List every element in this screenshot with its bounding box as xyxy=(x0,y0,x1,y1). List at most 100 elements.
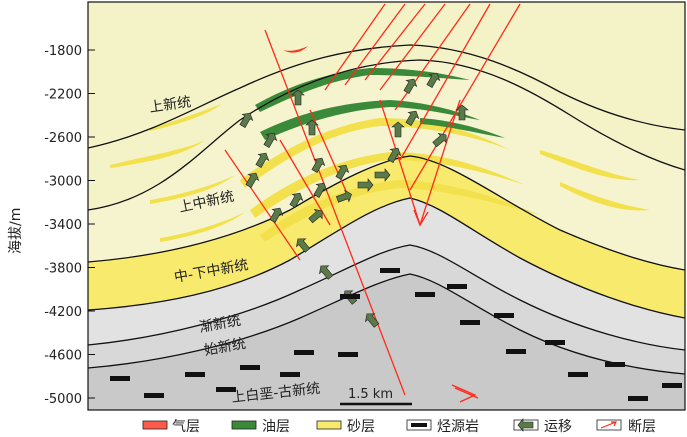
sand-lens xyxy=(150,175,235,204)
migration-arrow-icon xyxy=(335,164,350,180)
horizon-pliocene-base xyxy=(88,59,685,211)
legend-label-oil: 油层 xyxy=(262,419,290,435)
y-tick-label: -2200 xyxy=(44,88,82,103)
source-rock-mark xyxy=(144,393,164,398)
faults xyxy=(224,3,521,403)
sand-lens xyxy=(160,212,245,242)
migration-arrow-icon xyxy=(517,418,534,432)
source-rock-mark xyxy=(216,387,236,392)
fault-icon xyxy=(600,421,617,429)
migration-arrow-icon xyxy=(455,104,469,121)
legend-label-source-rock: 烃源岩 xyxy=(437,419,479,435)
migration-arrow-icon xyxy=(313,182,328,198)
source-rock-mark xyxy=(662,383,682,388)
migration-arrow-icon xyxy=(426,72,441,88)
source-rock-mark xyxy=(460,320,480,325)
scale-bar-label: 1.5 km xyxy=(348,387,393,402)
migration-arrow-icon xyxy=(308,209,323,224)
source-rock-mark xyxy=(380,268,400,273)
source-rocks xyxy=(110,268,682,401)
source-rock-mark xyxy=(506,349,526,354)
fault-line xyxy=(399,3,491,161)
migration-arrow-icon xyxy=(374,168,391,182)
fault-arrow xyxy=(413,209,429,227)
fault-line xyxy=(264,29,406,396)
sand-layer xyxy=(240,118,510,188)
migration-arrow-icon xyxy=(387,147,402,163)
source-rock-mark xyxy=(568,372,588,377)
unit-label-pliocene: 上新统 xyxy=(148,94,192,116)
legend: 气层 油层 砂层 烃源岩 运移 断层 xyxy=(142,418,656,435)
source-rock-mark xyxy=(110,376,130,381)
sand-layer xyxy=(250,152,525,218)
migration-arrow-icon xyxy=(239,112,254,128)
fault-line xyxy=(379,99,421,226)
migration-arrow-icon xyxy=(311,157,326,173)
source-rock-mark xyxy=(447,284,467,289)
sand-lens xyxy=(150,104,222,131)
scale-bar: 1.5 km xyxy=(340,387,412,406)
sand-band-lower xyxy=(88,156,685,318)
gas-layer xyxy=(283,46,308,53)
sand-lens xyxy=(560,182,650,211)
fault-line xyxy=(379,3,446,91)
sand-lens xyxy=(540,150,640,181)
legend-label-fault: 断层 xyxy=(628,419,656,435)
fault-line xyxy=(409,3,521,191)
horizon-miocene-base xyxy=(88,197,685,319)
plot-frame xyxy=(87,1,686,411)
source-rock-mark xyxy=(340,294,360,299)
legend-label-migration: 运移 xyxy=(544,419,572,435)
migration-arrow-icon xyxy=(336,189,352,203)
oil-layer-swatch xyxy=(231,420,257,430)
migration-arrows xyxy=(239,72,469,328)
migration-arrow-icon xyxy=(432,133,447,148)
migration-arrow-icon xyxy=(291,89,305,106)
fault-arrow xyxy=(451,384,477,403)
migration-arrow-icon xyxy=(391,121,405,138)
source-rock-mark xyxy=(185,372,205,377)
fault-line xyxy=(224,149,301,261)
source-rock-mark xyxy=(294,350,314,355)
migration-arrow-icon xyxy=(269,207,284,223)
unit-label-eocene: 始新统 xyxy=(203,336,247,359)
y-tick-label: -3000 xyxy=(44,175,82,190)
y-tick-label: -5000 xyxy=(44,392,82,407)
fault-line xyxy=(344,3,406,86)
horizon-upper-miocene-base xyxy=(88,155,685,271)
sand-layer-swatch xyxy=(316,420,342,430)
migration-arrow-icon xyxy=(319,265,334,280)
migration-arrow-icon xyxy=(255,152,270,168)
legend-label-gas: 气层 xyxy=(172,419,200,435)
fault-line xyxy=(324,3,386,91)
source-rock-mark xyxy=(415,292,435,297)
horizon-lines xyxy=(88,44,685,375)
source-rock-swatch xyxy=(411,423,427,427)
horizon-oligocene-base xyxy=(88,244,685,351)
migration-arrow-icon xyxy=(365,313,380,328)
sand-layer xyxy=(260,180,540,242)
migration-arrow-icon xyxy=(296,238,311,253)
migration-arrow-icon xyxy=(289,192,304,208)
source-rock-mark xyxy=(605,362,625,367)
section-body xyxy=(88,2,685,410)
y-tick-label: -4600 xyxy=(44,349,82,364)
oil-layer xyxy=(420,118,505,138)
y-tick-label: -4200 xyxy=(44,305,82,320)
y-tick-label: -3800 xyxy=(44,262,82,277)
migration-arrow-icon xyxy=(305,119,319,136)
migration-arrow-icon xyxy=(403,78,418,94)
cretaceous-paleocene-fill xyxy=(88,274,685,410)
y-axis-title: 海拔/m xyxy=(8,208,24,254)
fault-line xyxy=(454,387,479,399)
sand-lens xyxy=(110,140,205,168)
y-tick-label: -3400 xyxy=(44,218,82,233)
source-rock-mark xyxy=(494,313,514,318)
y-axis: -1800 -2200 -2600 -3000 -3400 -3800 -420… xyxy=(8,44,95,407)
migration-arrow-icon xyxy=(357,178,374,192)
y-tick-label: -1800 xyxy=(44,44,82,59)
migration-arrow-icon xyxy=(405,110,420,126)
horizon-top-pliocene xyxy=(88,44,685,149)
migration-arrow-icon xyxy=(263,132,278,148)
